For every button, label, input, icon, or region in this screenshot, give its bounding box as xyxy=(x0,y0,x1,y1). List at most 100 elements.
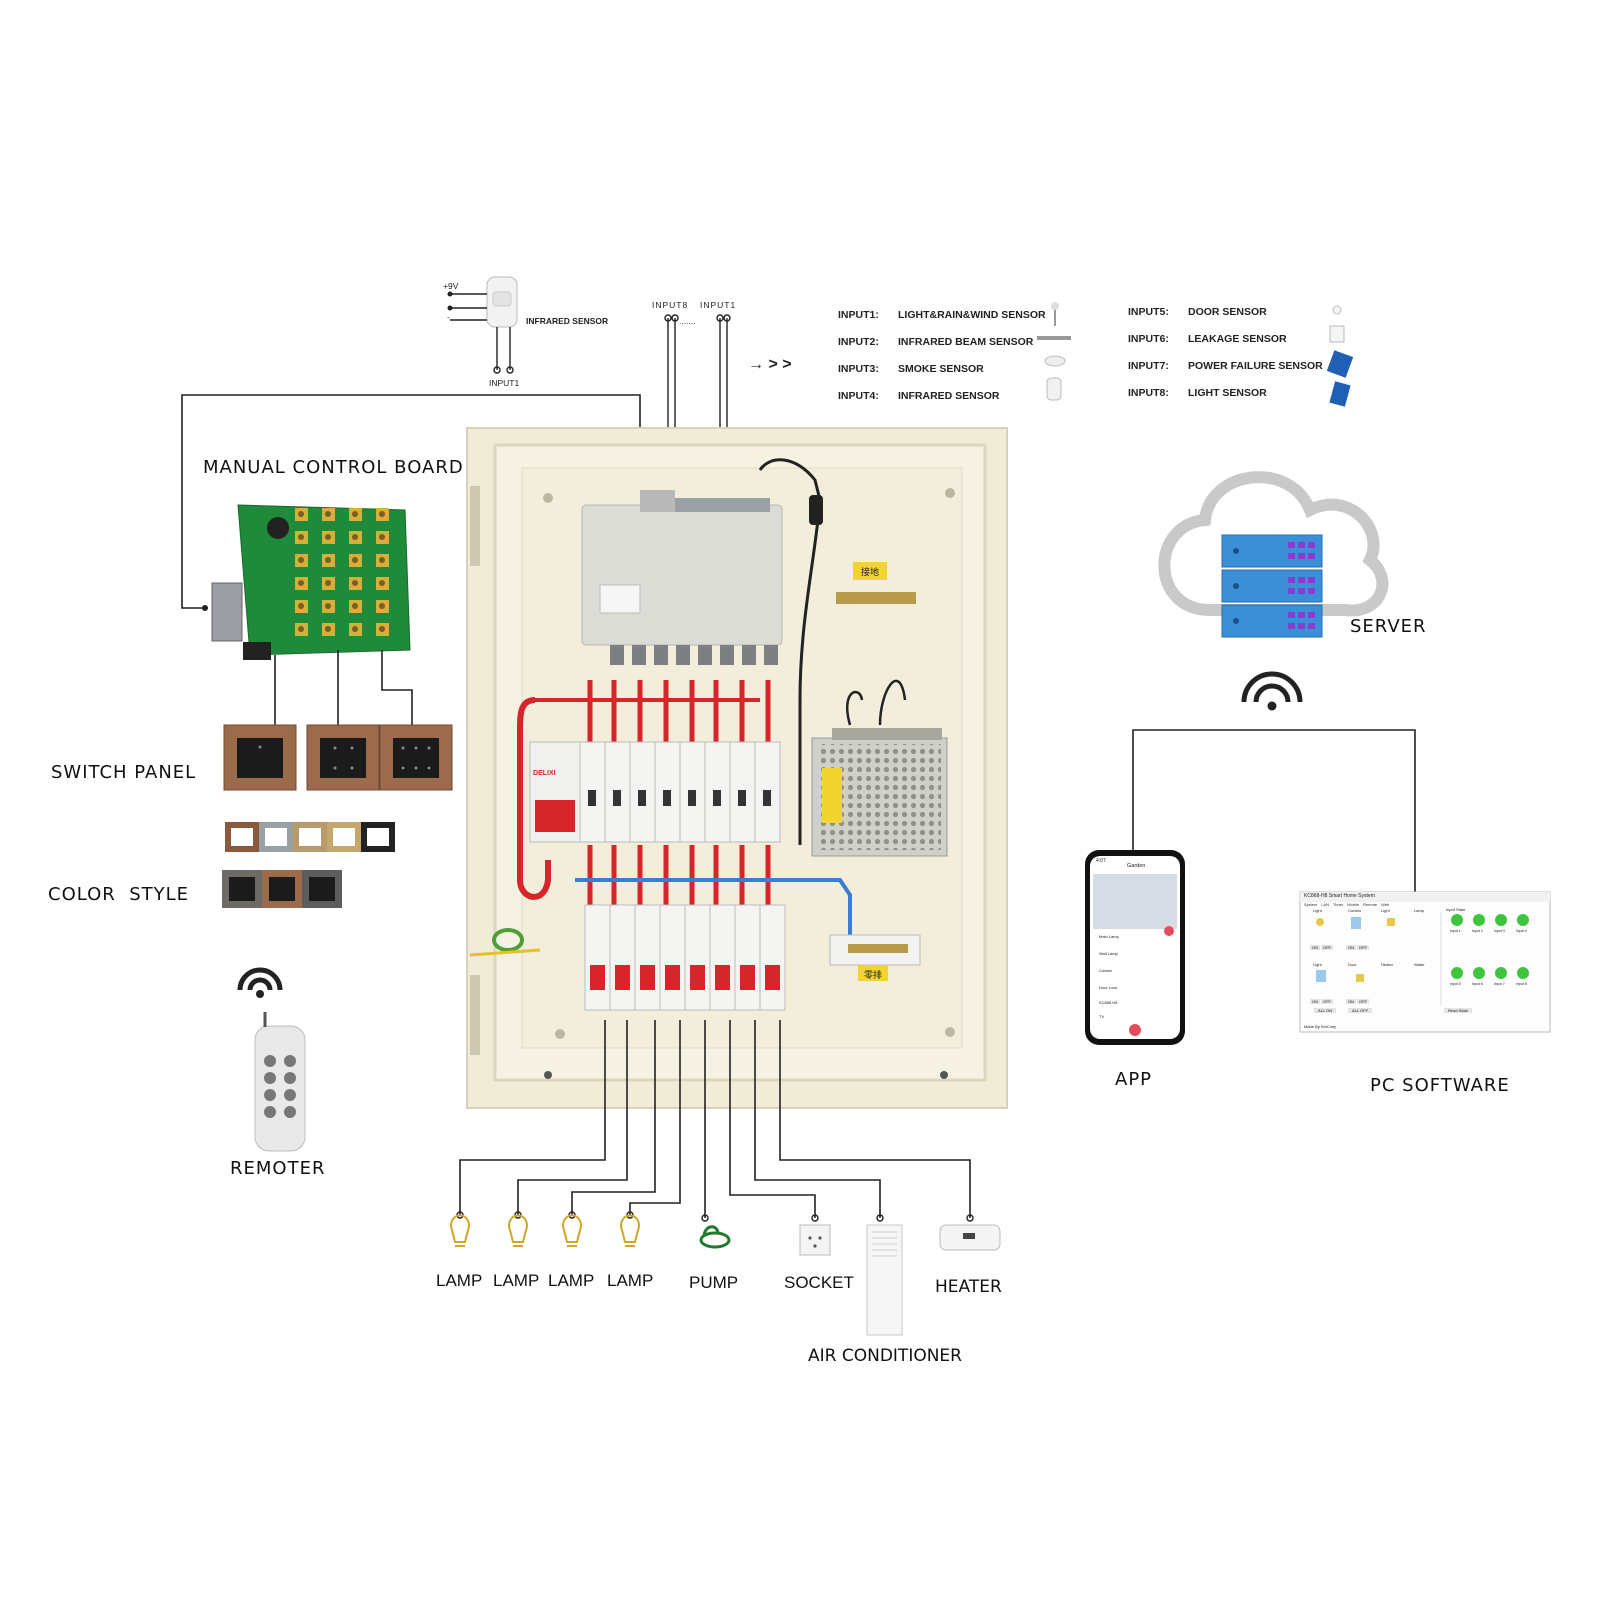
pc-device-label: Heater xyxy=(1381,962,1394,967)
phone-row: Curtain xyxy=(1099,968,1112,973)
beam-sensor-icon xyxy=(1037,336,1071,340)
pc-device-label: Curtain xyxy=(1348,908,1361,913)
cloud-server-icon xyxy=(1158,471,1389,638)
pc-on-button[interactable]: ON xyxy=(1346,945,1356,950)
pc-off-button[interactable]: OFF xyxy=(1357,999,1369,1004)
lamp-icon-2 xyxy=(508,1214,528,1247)
load-pump: PUMP xyxy=(689,1273,739,1292)
load-heater: HEATER xyxy=(935,1277,1002,1297)
color-style-frames xyxy=(222,822,395,908)
load-lamp-3: LAMP xyxy=(548,1271,595,1290)
lamp-icon-3 xyxy=(562,1214,582,1247)
phone-row: Wall Lamp xyxy=(1099,951,1118,956)
app-label: APP xyxy=(1115,1069,1153,1090)
manual-control-board-pcb xyxy=(211,504,411,660)
switch-panel-label: SWITCH PANEL xyxy=(51,762,197,783)
menu-web[interactable]: Web xyxy=(1381,902,1390,907)
pc-input-label: Input 7 xyxy=(1494,982,1505,986)
input1-terminal-label: INPUT1 xyxy=(700,300,737,310)
pc-device-label: Light xyxy=(1313,962,1322,967)
menu-lan[interactable]: LAN xyxy=(1321,902,1330,907)
lamp-icon-1 xyxy=(450,1214,470,1247)
pc-software-label: PC SOFTWARE xyxy=(1370,1075,1510,1096)
door-sensor-icon xyxy=(1332,305,1342,315)
smoke-sensor-icon xyxy=(1044,355,1066,367)
input-row: INPUT4:INFRARED SENSOR xyxy=(838,390,1000,402)
pc-menu-bar: System LAN Timer Mobile Remote Web xyxy=(1304,902,1389,907)
pc-input-label: Input 5 xyxy=(1450,982,1461,986)
input-row: INPUT7:POWER FAILURE SENSOR xyxy=(1128,360,1323,372)
bottom-breaker-row xyxy=(584,904,786,1011)
electrical-cabinet xyxy=(466,427,1008,1109)
menu-mobile[interactable]: Mobile xyxy=(1347,902,1359,907)
pc-device-label: Lamp xyxy=(1414,908,1425,913)
infrared-sensor-top-icon xyxy=(447,276,518,374)
sensor-icons-right xyxy=(1326,305,1354,407)
phone-row: Main Lamp xyxy=(1099,934,1119,939)
breaker-brand: DELIXI xyxy=(533,770,556,777)
sensor-icons-left xyxy=(1037,302,1071,401)
socket-icon xyxy=(799,1224,831,1256)
pc-footer: Made By KinCony xyxy=(1304,1024,1337,1029)
neutral-tag: 零排 xyxy=(864,970,883,980)
input-row: INPUT1:LIGHT&RAIN&WIND SENSOR xyxy=(838,309,1046,321)
input-row: INPUT6:LEAKAGE SENSOR xyxy=(1128,333,1287,345)
smartphone-icon xyxy=(1085,850,1185,1045)
infrared-sensor-icon xyxy=(1046,377,1062,401)
menu-remote[interactable]: Remote xyxy=(1363,902,1378,907)
wire-cloud-network xyxy=(1132,729,1416,893)
load-lamp-1: LAMP xyxy=(436,1271,483,1290)
pc-device-label: Light xyxy=(1381,908,1390,913)
pc-on-button[interactable]: ON xyxy=(1346,999,1356,1004)
pc-device-label: Light xyxy=(1313,908,1322,913)
input-row: INPUT5:DOOR SENSOR xyxy=(1128,306,1267,318)
wire-board-to-controller xyxy=(181,394,641,609)
voltage-label: +9V xyxy=(443,281,459,291)
switch-panels xyxy=(223,724,453,791)
arrows-label: → > > xyxy=(748,356,792,373)
pc-read-state-button[interactable]: Read State xyxy=(1444,1008,1473,1013)
input-row: INPUT8:LIGHT SENSOR xyxy=(1128,387,1267,399)
pc-off-button[interactable]: OFF xyxy=(1357,945,1369,950)
lamp-icon-4 xyxy=(620,1214,640,1247)
pc-off-button[interactable]: OFF xyxy=(1321,945,1333,950)
remote-control-icon xyxy=(237,967,306,1152)
pc-all-on-button[interactable]: ALL ON xyxy=(1314,1008,1337,1013)
phone-screen-title: Garden xyxy=(1127,863,1146,869)
infrared-sensor-label: INFRARED SENSOR xyxy=(526,316,609,326)
power-supply-unit xyxy=(811,679,948,857)
remoter-label: REMOTER xyxy=(230,1158,326,1179)
light-sensor-icon xyxy=(1329,381,1351,407)
minus-label: - xyxy=(447,312,450,322)
load-air-conditioner: AIR CONDITIONER xyxy=(808,1346,962,1366)
air-conditioner-icon xyxy=(866,1224,903,1336)
heater-icon xyxy=(939,1224,1001,1251)
menu-timer[interactable]: Timer xyxy=(1333,902,1344,907)
pc-on-button[interactable]: ON xyxy=(1310,945,1320,950)
power-failure-sensor-icon xyxy=(1326,350,1354,378)
input8-terminal-label: INPUT8 xyxy=(652,300,689,310)
pc-input-label: Input 3 xyxy=(1494,929,1505,933)
top-breaker-row xyxy=(529,741,781,843)
menu-system[interactable]: System xyxy=(1304,902,1318,907)
wifi-icon xyxy=(1241,671,1303,703)
color-style-label: COLOR STYLE xyxy=(48,884,190,905)
pc-all-off-button[interactable]: ALL OFF xyxy=(1348,1008,1373,1013)
pc-device-label: Door xyxy=(1348,962,1357,967)
load-lamp-2: LAMP xyxy=(493,1271,540,1290)
load-wires xyxy=(459,1020,971,1218)
pc-on-button[interactable]: ON xyxy=(1310,999,1320,1004)
dots-label: ....... xyxy=(679,316,696,326)
pc-input-label: Input 4 xyxy=(1516,929,1527,933)
phone-row: Door Lock xyxy=(1099,985,1118,990)
pc-off-button[interactable]: OFF xyxy=(1321,999,1333,1004)
input1-label: INPUT1 xyxy=(489,378,520,388)
phone-time: 4:07 xyxy=(1096,858,1106,864)
pc-software-window xyxy=(1299,891,1551,1033)
pump-icon xyxy=(699,1225,731,1249)
wires-board-to-switches xyxy=(274,650,413,725)
load-lamp-4: LAMP xyxy=(607,1271,654,1290)
input-row: INPUT3:SMOKE SENSOR xyxy=(838,363,984,375)
leakage-sensor-icon xyxy=(1329,325,1345,343)
phone-row: TV xyxy=(1099,1014,1105,1019)
